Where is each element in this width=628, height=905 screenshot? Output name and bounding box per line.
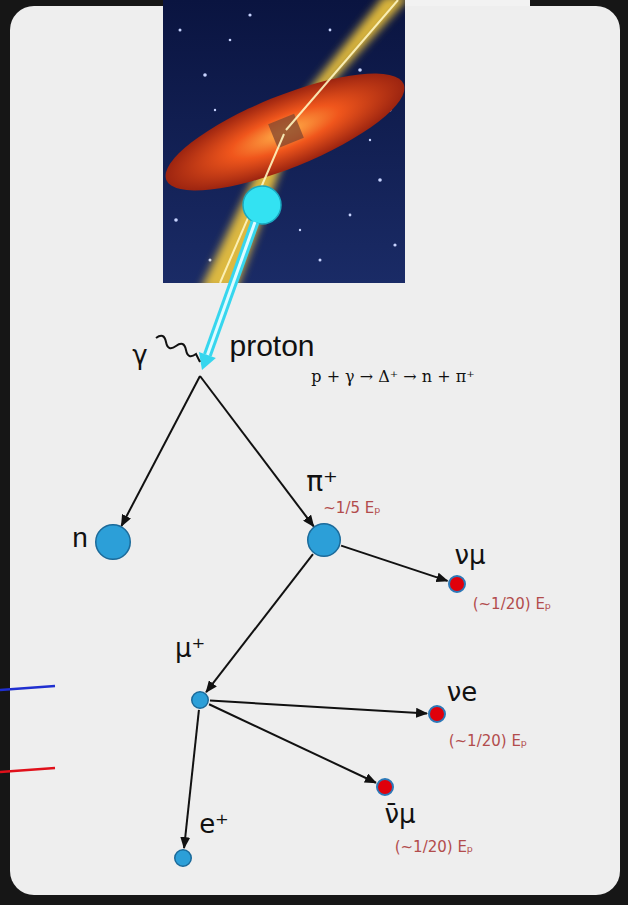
star [378, 178, 382, 182]
star [393, 243, 396, 246]
particle-dot: n [95, 524, 131, 560]
star [203, 73, 207, 77]
particle-label: ν̄μ [384, 801, 415, 827]
decay-arrow [206, 554, 313, 692]
particle-label: μ⁺ [175, 635, 205, 661]
photon-symbol: γ [132, 342, 147, 368]
dot-circle [449, 576, 465, 592]
star [299, 229, 301, 231]
star [214, 109, 216, 111]
particle-dot: ν̄μ(~1/20) Eₚ [376, 778, 394, 796]
astro-illustration [163, 0, 405, 283]
dot-circle [192, 692, 209, 709]
dot-circle [175, 850, 192, 867]
decay-arrow [184, 710, 199, 848]
dot-shape [95, 524, 131, 560]
dot-shape [307, 523, 341, 557]
proton-ball [243, 186, 281, 224]
dot-circle [377, 779, 393, 795]
particle-dot: νe(~1/20) Eₚ [428, 705, 446, 723]
dot-shape [376, 778, 394, 796]
particle-name: proton [229, 331, 314, 361]
photon-wave [156, 336, 200, 362]
jet-core [220, 134, 284, 283]
star [369, 139, 371, 141]
dot-shape [191, 691, 209, 709]
blue-stub-line [0, 686, 55, 690]
red-stub-line [0, 768, 55, 772]
disk-core [268, 114, 304, 149]
dot-circle [96, 525, 131, 560]
dot-shape [428, 705, 446, 723]
decay-line [200, 376, 314, 526]
particle-dot: μ⁺ [191, 691, 209, 709]
dot-circle [429, 706, 445, 722]
star [358, 68, 362, 72]
panel [10, 6, 620, 895]
particle-dot: π⁺~1/5 Eₚ [307, 523, 341, 557]
energy-label: (~1/20) Eₚ [449, 734, 528, 749]
accretion-disk [163, 51, 405, 214]
star [248, 13, 251, 16]
star [174, 218, 178, 222]
decay-arrow [341, 546, 447, 581]
dot-circle [308, 524, 341, 557]
dot-shape [448, 575, 466, 593]
star [179, 29, 182, 32]
decay-arrow [210, 701, 427, 714]
particle-dot: e⁺ [174, 849, 192, 867]
energy-label: (~1/20) Eₚ [395, 840, 474, 855]
particle-label: e⁺ [199, 811, 229, 837]
particle-label: π⁺ [306, 468, 338, 496]
proton-arrow-head [199, 352, 216, 370]
star [349, 214, 352, 217]
particle-label: νμ [454, 542, 485, 568]
star [319, 259, 322, 262]
particle-label: n [72, 524, 88, 552]
particle-dot: νμ(~1/20) Eₚ [448, 575, 466, 593]
reaction-formula: p + γ → Δ⁺ → n + π⁺ [311, 369, 474, 385]
star [329, 29, 332, 32]
dot-shape [174, 849, 192, 867]
star [209, 259, 212, 262]
star [229, 39, 232, 42]
energy-label: (~1/20) Eₚ [473, 597, 552, 612]
energy-label: ~1/5 Eₚ [323, 501, 380, 516]
particle-label: νe [447, 679, 478, 705]
decay-line [121, 376, 200, 526]
decay-arrow [209, 704, 376, 782]
jet-core [286, 0, 398, 130]
